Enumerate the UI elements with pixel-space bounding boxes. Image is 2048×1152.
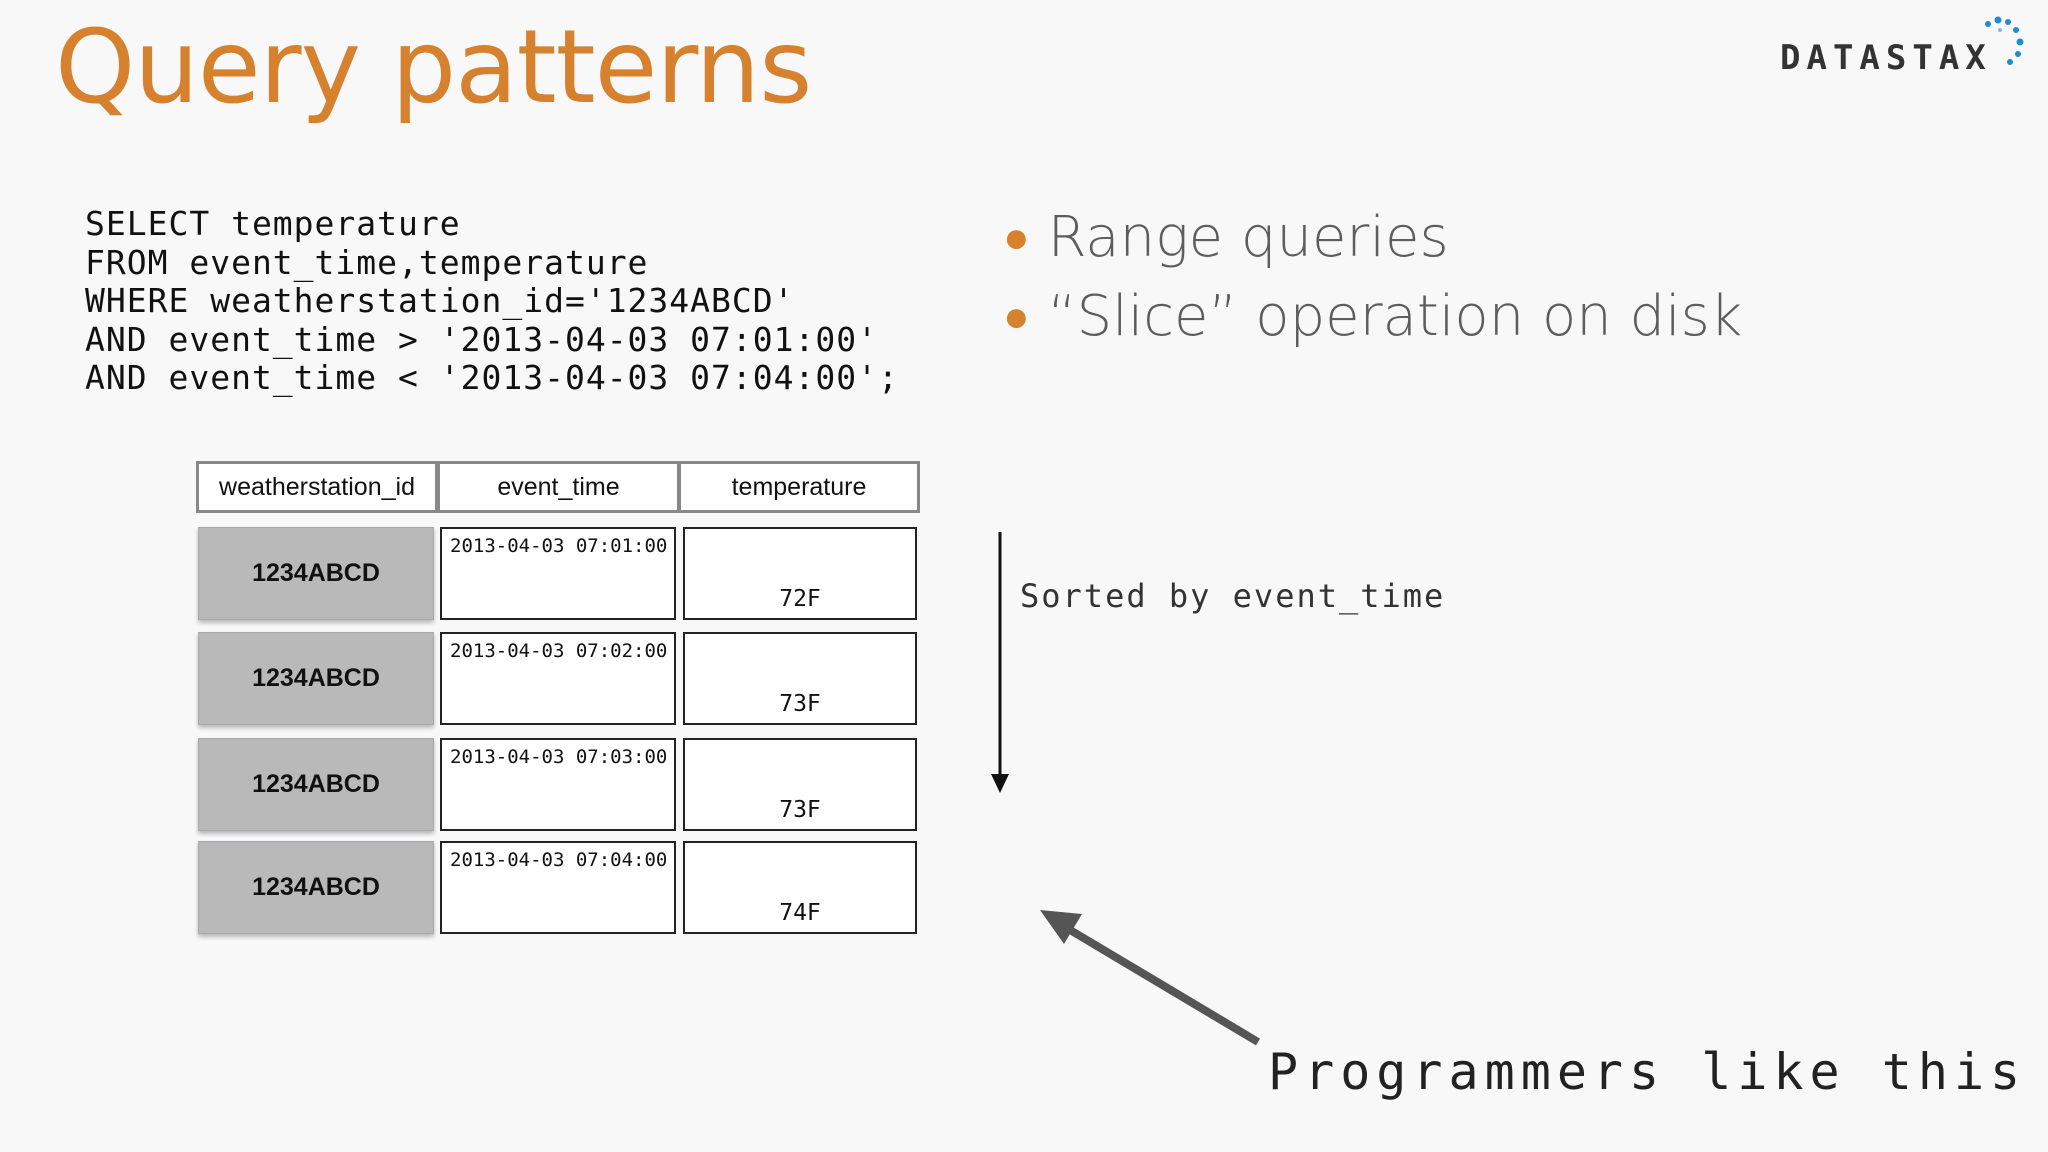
partition-key-cell: 1234ABCD xyxy=(198,841,434,934)
temperature-cell: 74F xyxy=(683,841,917,934)
bullet-item: ● Range queries xyxy=(1003,198,1742,277)
sorted-by-label: Sorted by event_time xyxy=(1020,577,1446,615)
bullet-dot-icon: ● xyxy=(1003,291,1030,342)
table-header-temperature: temperature xyxy=(678,461,920,513)
partition-key-cell: 1234ABCD xyxy=(198,738,434,831)
code-line: FROM event_time,temperature xyxy=(85,242,649,282)
partition-key-cell: 1234ABCD xyxy=(198,527,434,620)
event-time-cell: 2013-04-03 07:04:00 xyxy=(440,841,676,934)
bullet-list: ● Range queries ● “Slice” operation on d… xyxy=(1003,198,1742,356)
event-time-cell: 2013-04-03 07:02:00 xyxy=(440,632,676,725)
annotation-text: Programmers like this xyxy=(1268,1043,2027,1101)
bullet-text: “Slice” operation on disk xyxy=(1047,284,1743,349)
partition-key-cell: 1234ABCD xyxy=(198,632,434,725)
bullet-dot-icon: ● xyxy=(1003,212,1030,263)
event-time-cell: 2013-04-03 07:01:00 xyxy=(440,527,676,620)
code-line: WHERE weatherstation_id='1234ABCD' xyxy=(85,281,795,320)
table-header-event-time: event_time xyxy=(437,461,680,513)
temperature-cell: 72F xyxy=(683,527,917,620)
slide-title: Query patterns xyxy=(55,8,812,127)
table-header-weatherstation-id: weatherstation_id xyxy=(196,461,438,513)
logo-dots-icon xyxy=(1985,16,2024,65)
pointer-arrow-icon xyxy=(1040,910,1261,1046)
event-time-cell: 2013-04-03 07:03:00 xyxy=(440,738,676,831)
code-line: AND event_time > '2013-04-03 07:01:00' xyxy=(85,319,878,359)
temperature-cell: 73F xyxy=(683,738,917,831)
temperature-cell: 73F xyxy=(683,632,917,725)
bullet-item: ● “Slice” operation on disk xyxy=(1003,277,1742,356)
sort-direction-arrow-icon xyxy=(991,532,1009,793)
datastax-logo: DATASTAX xyxy=(1780,38,1992,78)
bullet-text: Range queries xyxy=(1047,205,1449,270)
code-line: AND event_time < '2013-04-03 07:04:00'; xyxy=(85,358,899,397)
code-line: SELECT temperature xyxy=(85,204,461,243)
